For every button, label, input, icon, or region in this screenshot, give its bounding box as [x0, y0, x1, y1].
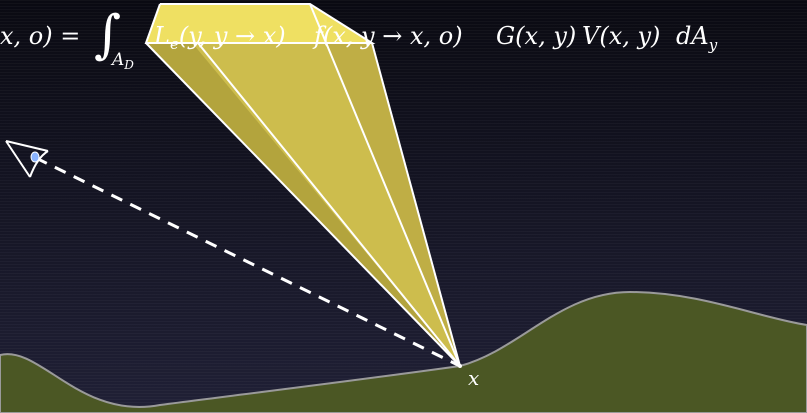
point-x-marker — [458, 364, 462, 368]
eye-pupil — [31, 152, 39, 162]
equation-lhs: x, o) = — [0, 22, 80, 50]
integrand-geometry: G(x, y) — [496, 22, 576, 50]
integrand-visibility: V(x, y) — [582, 22, 660, 50]
point-x-label: x — [468, 366, 479, 390]
integrand-brdf: f(x, y → x, o) — [312, 22, 463, 50]
